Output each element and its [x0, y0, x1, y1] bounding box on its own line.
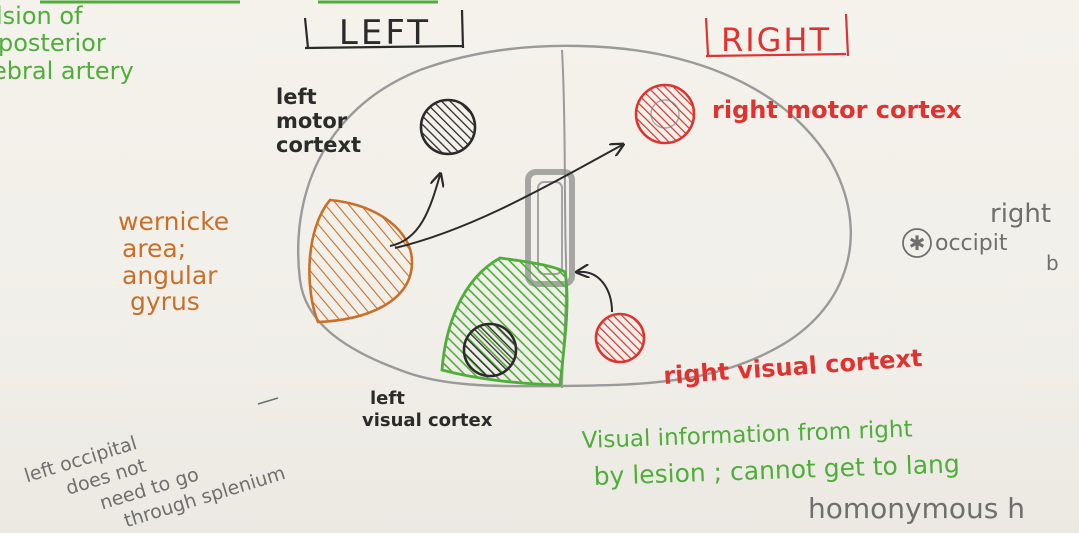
right-visual-cortex-dot — [594, 312, 646, 364]
svg-text:left: left — [276, 85, 317, 109]
left-visual-cortex-dot — [462, 322, 518, 378]
left-visual-cortex-label: left visual cortex — [362, 388, 493, 431]
svg-text:cortext: cortext — [276, 133, 361, 157]
svg-text:b: b — [1046, 251, 1059, 275]
side-note-tick — [257, 397, 279, 405]
svg-text:area;: area; — [122, 234, 186, 263]
right-visual-cortex-label: right visual cortext — [662, 344, 923, 390]
bottom-note: Visual information from right by lesion … — [581, 416, 1025, 525]
svg-text:motor: motor — [276, 109, 348, 133]
top-left-note-line-1: lsion of — [0, 2, 83, 30]
svg-text:occipit: occipit — [935, 231, 1008, 256]
svg-text:angular: angular — [122, 261, 218, 290]
arrow-right-visual-to-callosum — [578, 272, 613, 313]
heading-left: LEFT — [303, 9, 465, 53]
left-motor-cortex-label: left motor cortext — [276, 85, 361, 157]
top-left-note-line-3: ebral artery — [0, 57, 134, 85]
svg-text:gyrus: gyrus — [130, 287, 200, 316]
right-edge-note: ✱ right occipit b — [902, 199, 1059, 275]
wernicke-area-region — [308, 198, 414, 324]
top-left-note: lsion of posterior ebral artery — [0, 2, 134, 85]
svg-text:wernicke: wernicke — [118, 207, 229, 236]
arrow-wernicke-to-left-motor — [389, 175, 440, 247]
corpus-callosum-inner — [537, 181, 563, 275]
bottom-note-line-3: homonymous h — [808, 492, 1025, 525]
right-motor-cortex-dot — [634, 83, 696, 145]
bottom-note-line-2: by lesion ; cannot get to lang — [593, 449, 960, 491]
asterisk-icon: ✱ — [909, 231, 926, 255]
asterisk-circle-icon — [902, 228, 932, 258]
bottom-note-line-1: Visual information from right — [581, 416, 913, 454]
svg-text:left: left — [370, 388, 405, 409]
top-left-note-line-2: posterior — [0, 29, 106, 57]
brain-outline — [296, 44, 852, 388]
side-note: left occipital does not need to go throu… — [22, 432, 288, 532]
heading-left-text: LEFT — [339, 13, 431, 53]
heading-right: RIGHT — [704, 13, 850, 59]
heading-right-text: RIGHT — [721, 21, 831, 59]
right-motor-cortex-core — [650, 99, 680, 129]
right-motor-cortex-label: right motor cortex — [712, 96, 962, 124]
wernicke-area-label: wernicke area; angular gyrus — [118, 207, 229, 316]
svg-text:right: right — [990, 199, 1051, 229]
svg-text:visual cortex: visual cortex — [362, 410, 493, 431]
left-motor-cortex-dot — [419, 98, 477, 156]
arrow-wernicke-to-right-motor — [394, 145, 622, 249]
